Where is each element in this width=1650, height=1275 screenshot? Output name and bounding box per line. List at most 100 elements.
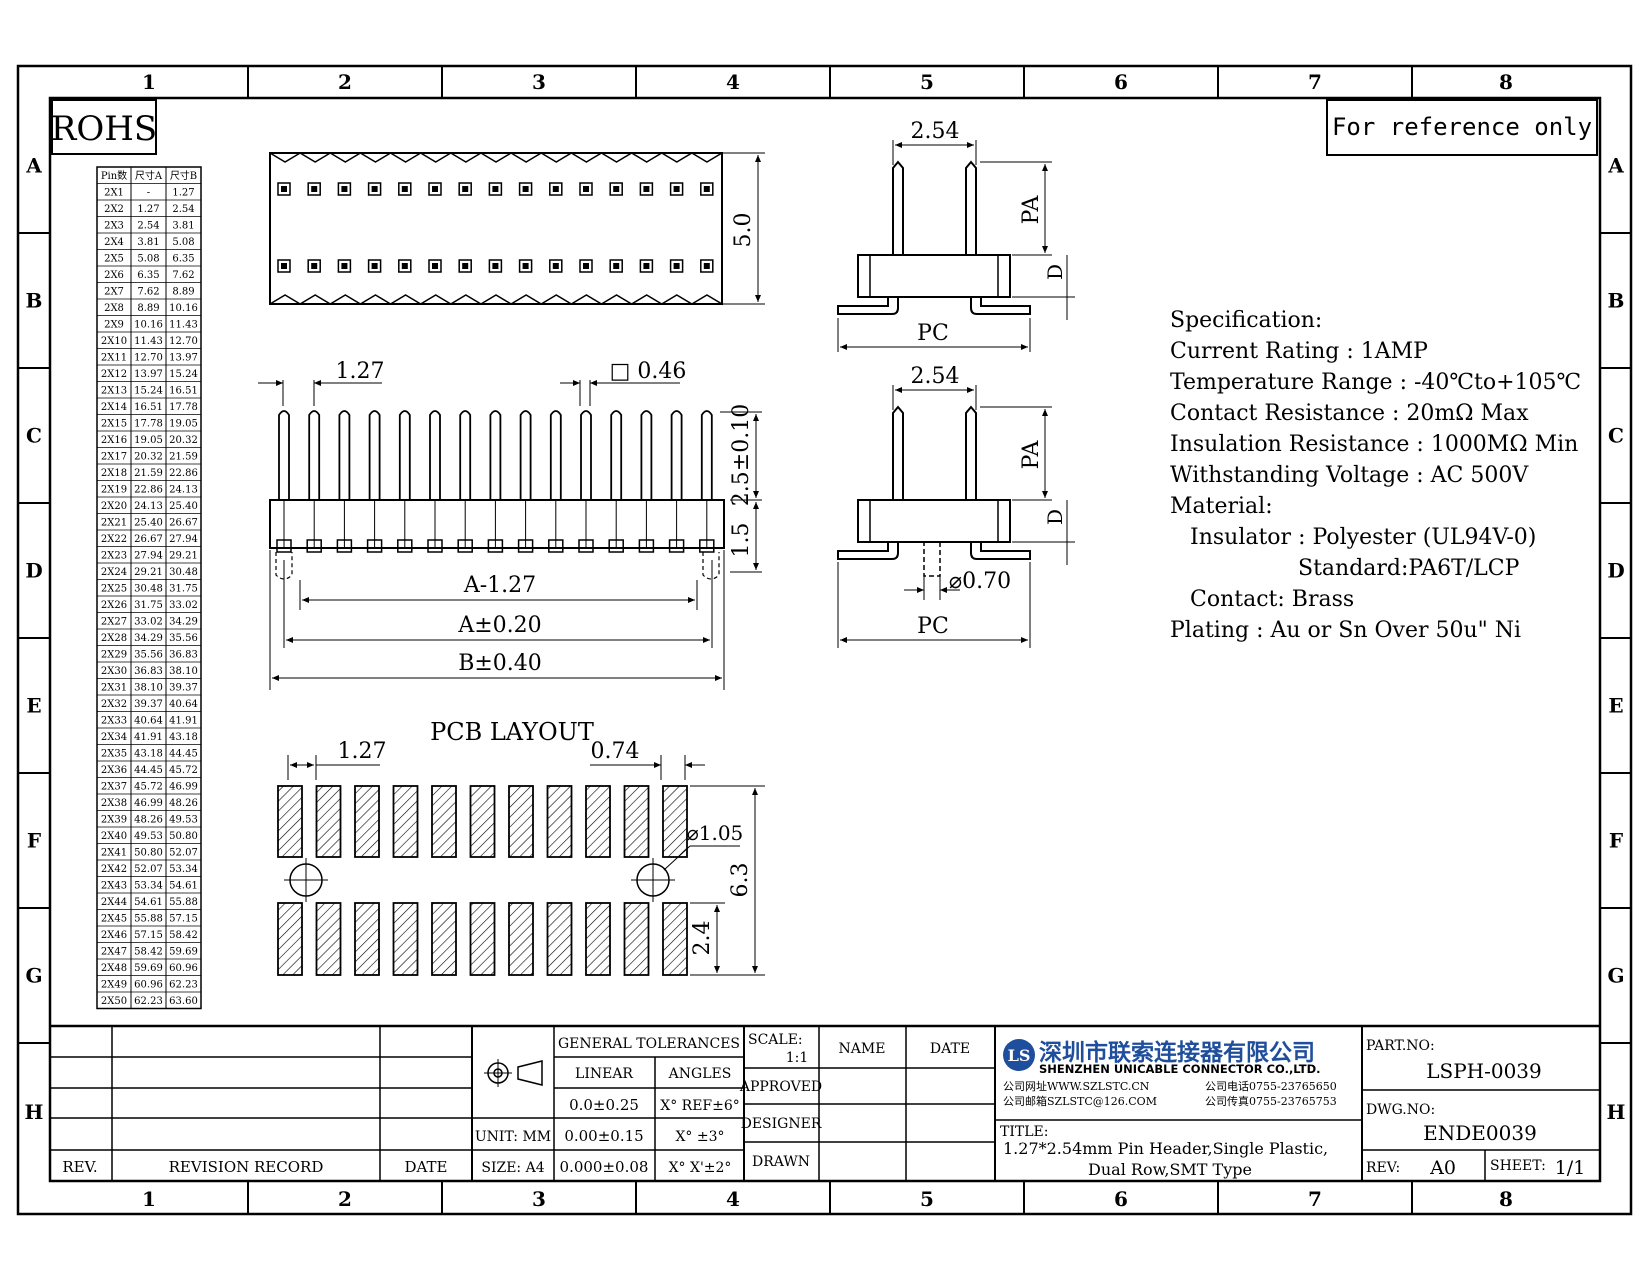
projection-symbol-cone [517, 1060, 543, 1086]
dim-a-minus: A-1.27 [463, 573, 536, 598]
column-marker-6: 6 [1114, 1187, 1128, 1211]
dim-post-dia: ⌀0.70 [949, 569, 1011, 594]
end-view-upper-body [857, 254, 1011, 298]
dim-table-cell: - [147, 188, 150, 199]
dim-table-cell: 45.72 [169, 765, 198, 776]
row-marker-A: A [25, 154, 42, 178]
dim-table-cell: 2X25 [101, 584, 127, 595]
spec-line-5: Withstanding Voltage : AC 500V [1170, 463, 1529, 488]
dim-pa-lower: PA [1019, 440, 1044, 470]
dim-table-cell: 38.10 [169, 666, 198, 677]
end-view-lower: ⌀0.70 2.54 PA D PC [837, 364, 1075, 648]
dim-table-cell: 2X38 [101, 798, 127, 809]
dim-table-cell: 49.53 [169, 815, 198, 826]
row-marker-C: C [26, 424, 42, 448]
side-view-pin [398, 410, 411, 500]
dim-table-cell: 2.54 [137, 221, 159, 232]
spec-line-6: Material: [1170, 494, 1273, 519]
dim-table-cell: 3.81 [137, 237, 159, 248]
dim-pcb-pad-width: 0.74 [591, 739, 640, 764]
row-marker-B: B [1608, 289, 1625, 313]
dim-table-cell: 2X49 [101, 980, 127, 991]
dim-table-cell: 24.13 [134, 501, 163, 512]
sheet-label: SHEET: [1490, 1158, 1546, 1174]
rev-value: A0 [1429, 1157, 1456, 1179]
reference-note: For reference only [1332, 113, 1592, 141]
dim-table-cell: 29.21 [134, 567, 163, 578]
dim-pc-lower: PC [917, 614, 949, 639]
column-marker-2: 2 [338, 70, 352, 94]
dim-table-cell: 36.83 [169, 650, 198, 661]
row-marker-G: G [1607, 964, 1624, 988]
dim-table-cell: 53.34 [169, 864, 198, 875]
dim-table-cell: 34.29 [169, 617, 198, 628]
company-web: 公司网址WWW.SZLSTC.CN [1003, 1079, 1150, 1093]
column-marker-5: 5 [920, 1187, 934, 1211]
column-marker-8: 8 [1499, 1187, 1513, 1211]
outer-frame [16, 64, 1633, 1216]
dim-table-cell: 58.42 [169, 930, 198, 941]
dim-table-cell: 31.75 [169, 584, 198, 595]
spec-line-10: Plating : Au or Sn Over 50u" Ni [1170, 618, 1521, 643]
pcb-pad-top [546, 785, 573, 858]
company-phone: 公司电话0755-23765650 [1205, 1080, 1337, 1093]
dim-table-cell: 2X9 [104, 320, 124, 331]
pcb-pad-bottom [354, 902, 380, 976]
dim-table-cell: 2.54 [172, 204, 194, 215]
tol-angle-3: X° X'±2° [669, 1160, 732, 1176]
end-view-upper: 2.54 PA D PC [837, 119, 1075, 352]
dim-table-cell: 43.18 [169, 732, 198, 743]
dim-table-cell: 2X28 [101, 633, 127, 644]
dim-table-cell: 2X35 [101, 749, 127, 760]
dim-table-cell: 57.15 [169, 914, 198, 925]
pcb-pad-bottom [315, 902, 342, 976]
dim-table-cell: 2X22 [101, 534, 127, 545]
dim-table-cell: 5.08 [137, 254, 159, 265]
dim-table-cell: 25.40 [169, 501, 198, 512]
linear-header: LINEAR [575, 1066, 633, 1082]
dim-table-cell: 22.86 [134, 485, 163, 496]
dim-table-cell: 2X10 [101, 336, 127, 347]
side-view-pin [610, 410, 623, 500]
spec-line-1: Current Rating : 1AMP [1170, 339, 1428, 364]
pcb-pad-bottom [508, 902, 534, 976]
dim-table-cell: 2X31 [101, 683, 127, 694]
spec-line-8: Standard:PA6T/LCP [1298, 556, 1520, 581]
dim-table-cell: 2X39 [101, 815, 127, 826]
row-marker-F: F [1609, 829, 1623, 853]
dim-d-lower: D [1043, 509, 1067, 525]
pcb-pad-bottom [585, 902, 611, 976]
side-view-pins [275, 410, 720, 580]
dim-table-cell: 15.24 [134, 386, 163, 397]
dim-pc-upper: PC [917, 321, 949, 346]
dim-table-cell: 2X17 [101, 452, 127, 463]
spec-line-0: Specification: [1170, 308, 1322, 333]
dim-table-cell: 40.64 [134, 716, 163, 727]
dim-table-cell: 2X3 [104, 221, 124, 232]
dim-table-cell: 58.42 [134, 947, 163, 958]
designer-label: DESIGNER [741, 1116, 822, 1132]
dim-table-cell: 2X47 [101, 947, 127, 958]
dim-table-cell: 2X15 [101, 419, 127, 430]
pcb-pad-bottom [431, 902, 457, 976]
dim-table-cell: 2X7 [104, 287, 124, 298]
dim-table-cell: 48.26 [134, 815, 163, 826]
title-line-2: Dual Row,SMT Type [1088, 1160, 1252, 1179]
dim-side-pitch: 1.27 [336, 359, 385, 384]
dim-table-cell: 2X30 [101, 666, 127, 677]
company-name-en: SHENZHEN UNICABLE CONNECTOR CO.,LTD. [1039, 1062, 1321, 1076]
dim-table-cell: 48.26 [169, 798, 198, 809]
dim-table-cell: 11.43 [169, 320, 198, 331]
dim-table-cell: 54.61 [134, 897, 163, 908]
dim-table-cell: 2X2 [104, 204, 124, 215]
dim-table-cell: 21.59 [169, 452, 198, 463]
dim-table-cell: 13.97 [134, 369, 163, 380]
rev-label: REV: [1366, 1160, 1400, 1176]
dim-table-cell: 33.02 [169, 600, 198, 611]
dim-table-cell: 49.53 [134, 831, 163, 842]
side-view-pin [308, 410, 321, 500]
dim-table-cell: 19.05 [134, 435, 163, 446]
dim-table-header: 尺寸B [170, 169, 197, 182]
unit-label: UNIT: MM [475, 1129, 551, 1145]
dim-table-cell: 2X27 [101, 617, 127, 628]
